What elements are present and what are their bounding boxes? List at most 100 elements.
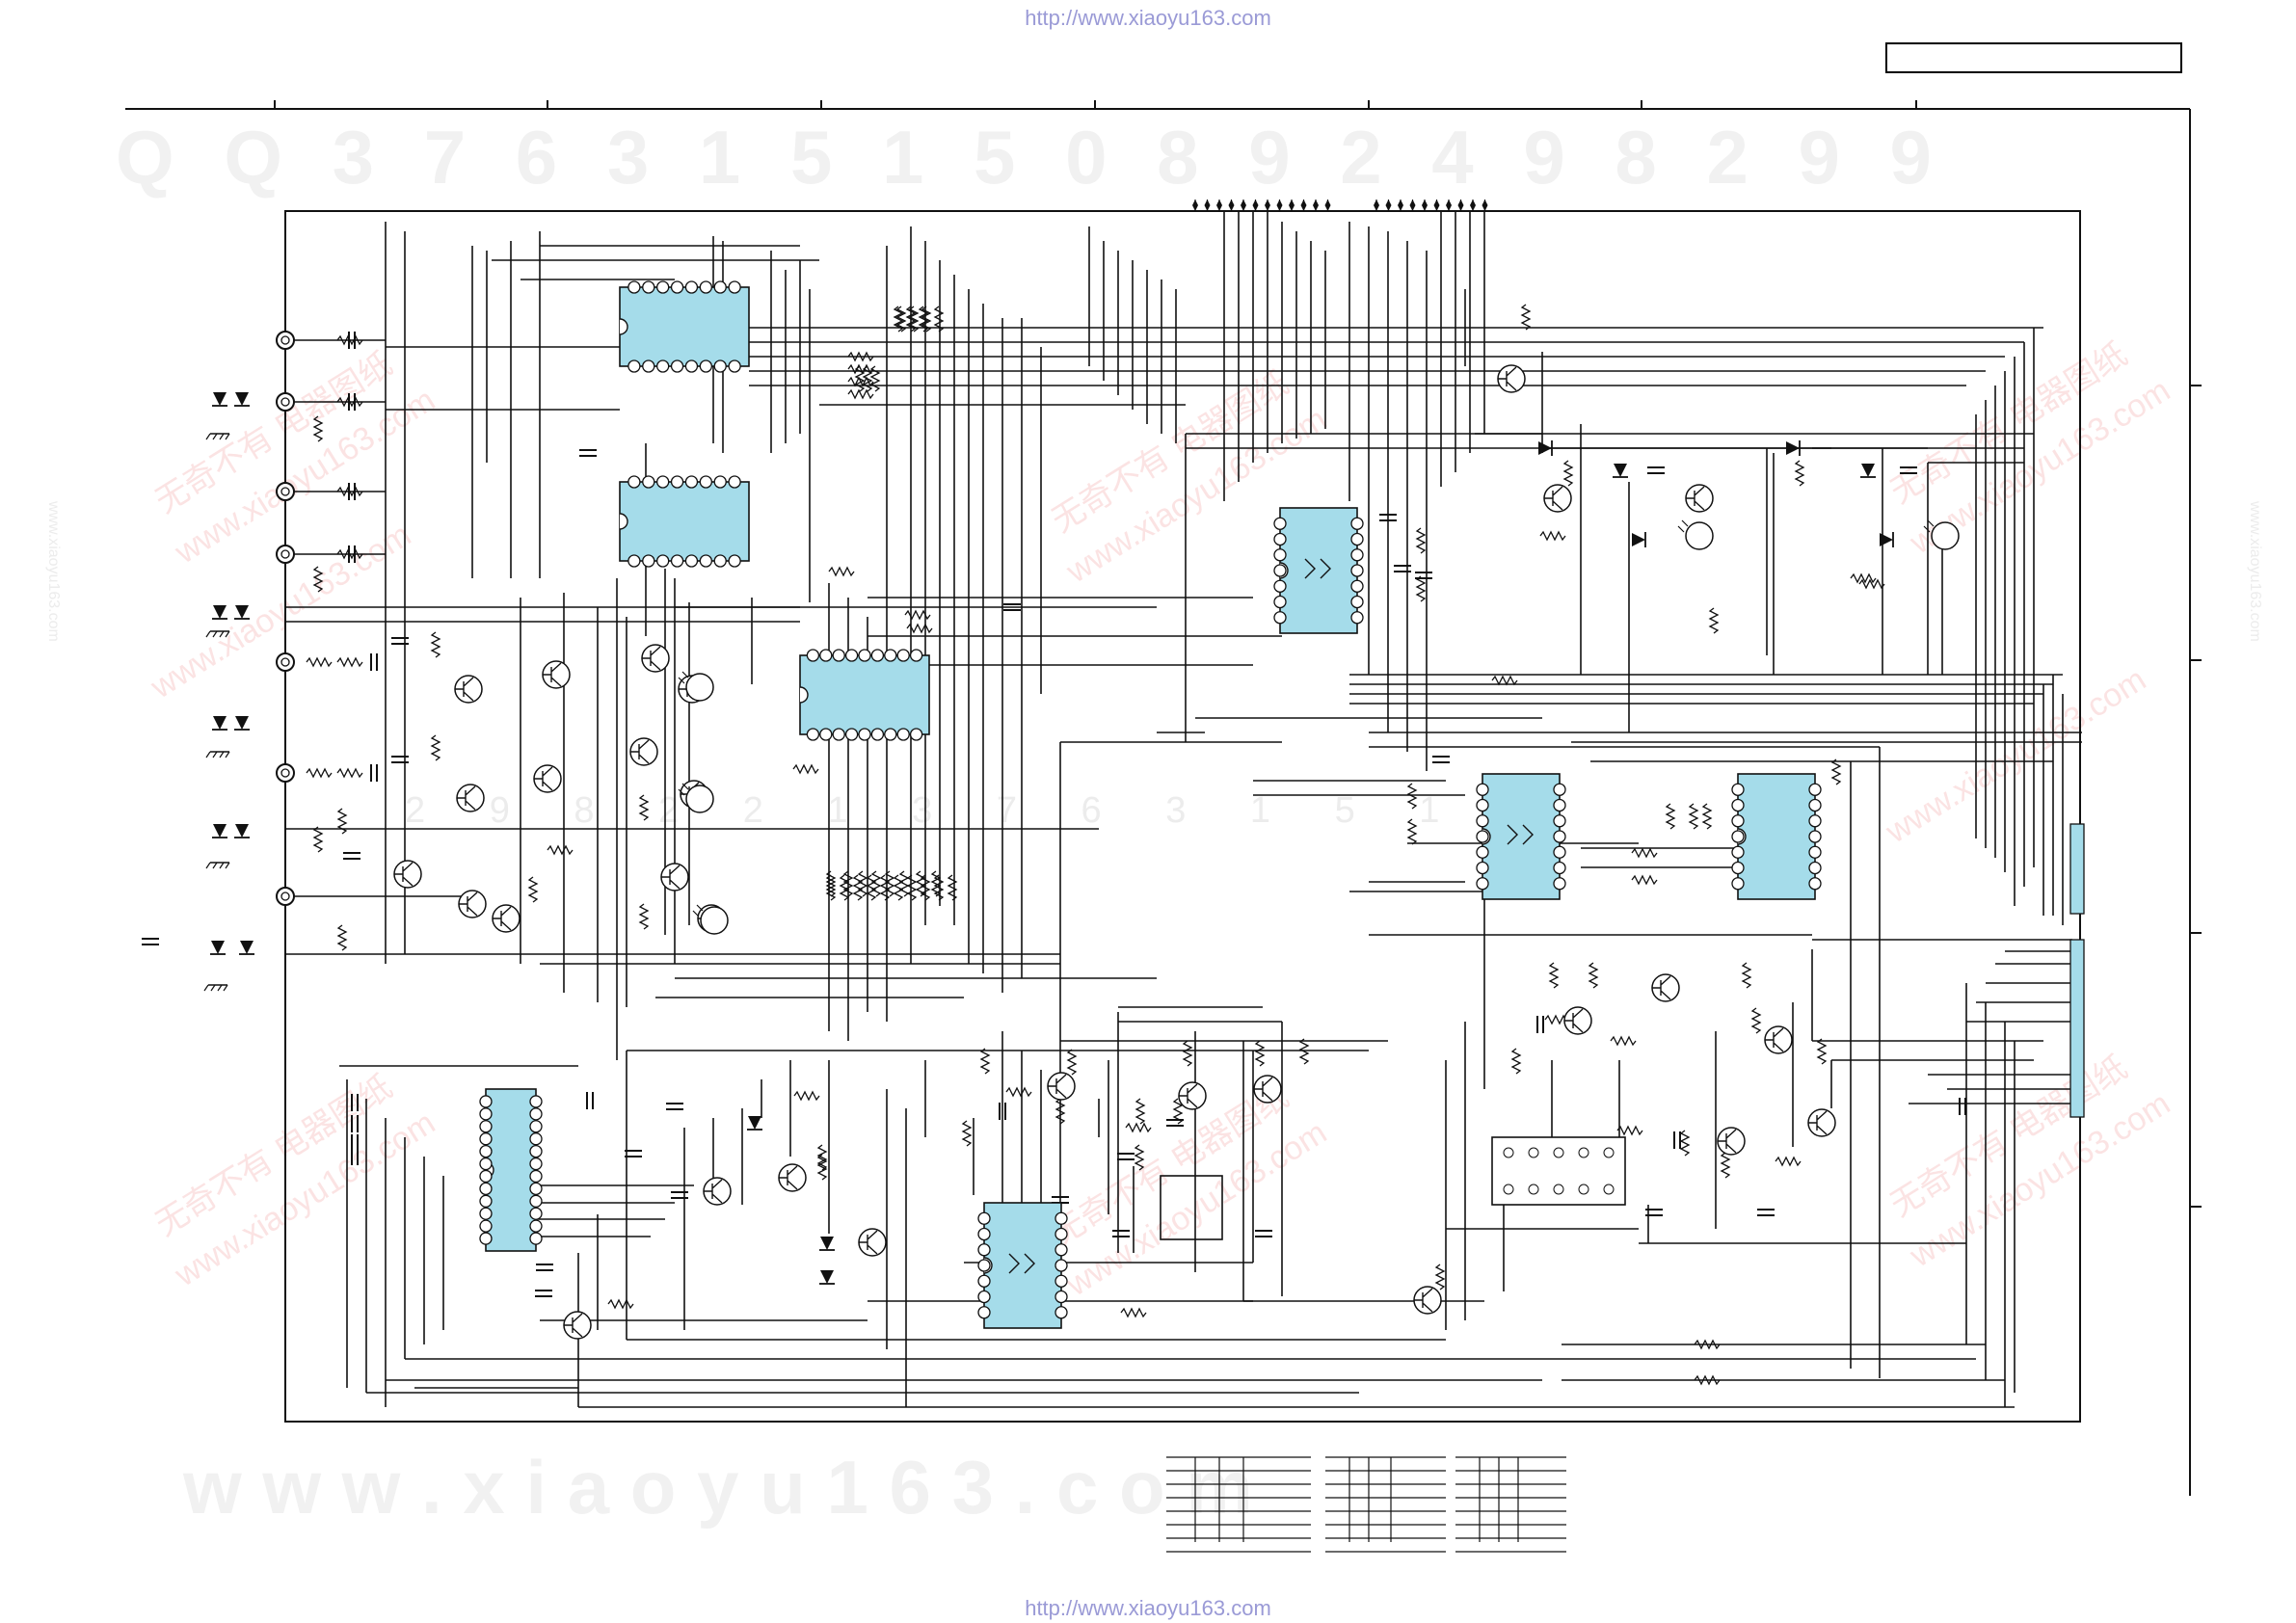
ic-pin	[977, 1306, 991, 1319]
wire	[1679, 1130, 1691, 1157]
transistor-leads	[1544, 486, 1563, 511]
ic-pin	[1476, 861, 1489, 875]
ic-pin	[699, 475, 712, 489]
ic-package-icon	[1731, 773, 1822, 900]
connector-block-icon	[2069, 939, 2085, 1118]
ic-pin	[642, 475, 655, 489]
wire	[825, 874, 837, 901]
terminal-arrow-icon	[1457, 200, 1464, 211]
ic-pin	[1476, 783, 1489, 796]
ic-pin	[977, 1290, 991, 1304]
ic-pin	[627, 359, 641, 373]
ic-pin	[977, 1274, 991, 1288]
wire	[1415, 527, 1427, 554]
transistor-icon	[858, 1228, 887, 1257]
wire	[1794, 460, 1805, 487]
ic-package-icon	[977, 1202, 1068, 1329]
ic-pin	[479, 1132, 493, 1146]
ic-pin	[1808, 830, 1822, 843]
transistor-leads	[1808, 1110, 1828, 1135]
terminal-arrow-icon	[1409, 200, 1416, 211]
ic-logic-symbol	[1507, 824, 1534, 845]
ic-pin	[1553, 830, 1566, 843]
ic-pin	[1808, 845, 1822, 859]
transistor-leads	[630, 739, 650, 764]
terminal-arrow-icon	[1313, 200, 1319, 211]
diode-icon	[235, 824, 249, 838]
photo-coupler-icon	[1685, 521, 1714, 550]
ic-pin	[479, 1144, 493, 1158]
relay-pin	[1528, 1147, 1539, 1158]
ic-pin	[1273, 579, 1287, 593]
ic-pin	[713, 359, 727, 373]
wire	[1434, 1264, 1446, 1290]
ic-pin	[529, 1232, 543, 1245]
wire	[1816, 1038, 1828, 1065]
photo-arrow	[1923, 519, 1935, 533]
wire	[336, 767, 363, 779]
transistor-icon	[533, 764, 562, 793]
transistor-leads	[1718, 1129, 1737, 1154]
wire	[1005, 1086, 1032, 1098]
ic-pin	[1055, 1259, 1068, 1272]
terminal-arrow-icon	[1446, 200, 1452, 211]
ic-body	[1279, 507, 1358, 634]
diode-icon	[1632, 533, 1645, 546]
transistor-leads	[394, 862, 414, 887]
ic-pin	[656, 280, 670, 294]
connector-block-icon	[2069, 823, 2085, 915]
ic-pin	[1273, 548, 1287, 562]
ic-pin	[529, 1107, 543, 1121]
relay-pin	[1503, 1147, 1514, 1158]
diode-icon	[1614, 464, 1627, 477]
wire-layer	[125, 100, 2202, 1553]
terminal-arrow-icon	[1241, 200, 1246, 211]
transistor-icon	[1253, 1075, 1282, 1104]
source-url-bottom[interactable]: http://www.xiaoyu163.com	[1025, 1596, 1271, 1620]
wire	[847, 376, 874, 387]
ic-pin	[479, 1157, 493, 1171]
ic-body	[1482, 773, 1561, 900]
ic-package-icon	[619, 475, 750, 568]
schematic-border	[284, 210, 2081, 1423]
wire	[1415, 575, 1427, 602]
wire	[1254, 1040, 1266, 1067]
terminal-arrow-icon	[1265, 200, 1270, 211]
wire	[205, 433, 230, 440]
ic-pin	[1731, 861, 1745, 875]
connector-jack-inner	[280, 891, 290, 901]
ic-pin	[656, 475, 670, 489]
ic-logic-symbol	[1304, 558, 1331, 579]
terminal-arrow-icon	[1300, 200, 1307, 211]
wire	[312, 826, 324, 853]
ic-pin	[819, 649, 833, 662]
transistor-leads	[455, 677, 474, 702]
wire	[895, 306, 907, 333]
relay-pin	[1553, 1147, 1564, 1158]
ic-pin	[529, 1095, 543, 1108]
connector-jack-inner	[280, 549, 290, 559]
component-layer	[211, 200, 2085, 1340]
ic-pin	[870, 728, 885, 741]
transistor-icon	[458, 890, 487, 918]
ic-pin	[884, 728, 897, 741]
ic-pin	[1476, 798, 1489, 812]
ic-pin	[1808, 877, 1822, 891]
transistor-icon	[641, 644, 670, 673]
wire	[1750, 1007, 1762, 1034]
wire	[1610, 1035, 1637, 1047]
wire	[312, 566, 324, 593]
transistor-leads	[534, 766, 553, 791]
transistor-leads	[661, 865, 681, 890]
ic-notch	[619, 513, 628, 530]
ic-pin	[1476, 814, 1489, 828]
ic-pin	[529, 1144, 543, 1158]
transistor-icon	[492, 904, 521, 933]
diode-icon	[240, 941, 254, 954]
wire	[638, 794, 650, 821]
wire	[1491, 675, 1518, 686]
source-url-top[interactable]: http://www.xiaoyu163.com	[1025, 6, 1271, 30]
ic-pin	[1350, 611, 1364, 625]
ic-pin	[977, 1211, 991, 1225]
photo-coupler-icon	[700, 906, 729, 935]
